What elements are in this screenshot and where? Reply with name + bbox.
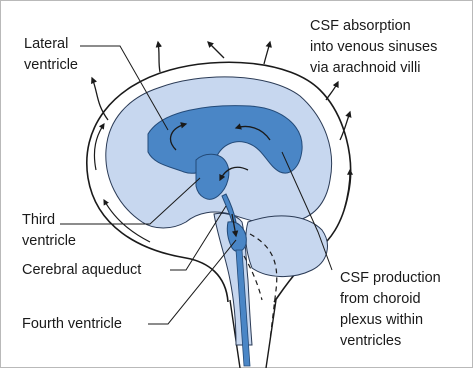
absorption-arrow [158, 42, 160, 72]
label-lateral-ventricle: Lateral ventricle [24, 34, 78, 76]
absorption-arrow [326, 82, 338, 100]
absorption-arrow [92, 78, 108, 120]
absorption-arrow [208, 42, 224, 58]
label-third-ventricle: Third ventricle [22, 210, 76, 252]
label-csf-absorption: CSF absorption into venous sinuses via a… [310, 16, 437, 79]
absorption-arrow [264, 42, 270, 64]
label-fourth-ventricle: Fourth ventricle [22, 314, 122, 335]
meningeal-flow-arrow [94, 124, 104, 170]
label-csf-production: CSF production from choroid plexus withi… [340, 268, 441, 352]
label-cerebral-aqueduct: Cerebral aqueduct [22, 260, 141, 281]
